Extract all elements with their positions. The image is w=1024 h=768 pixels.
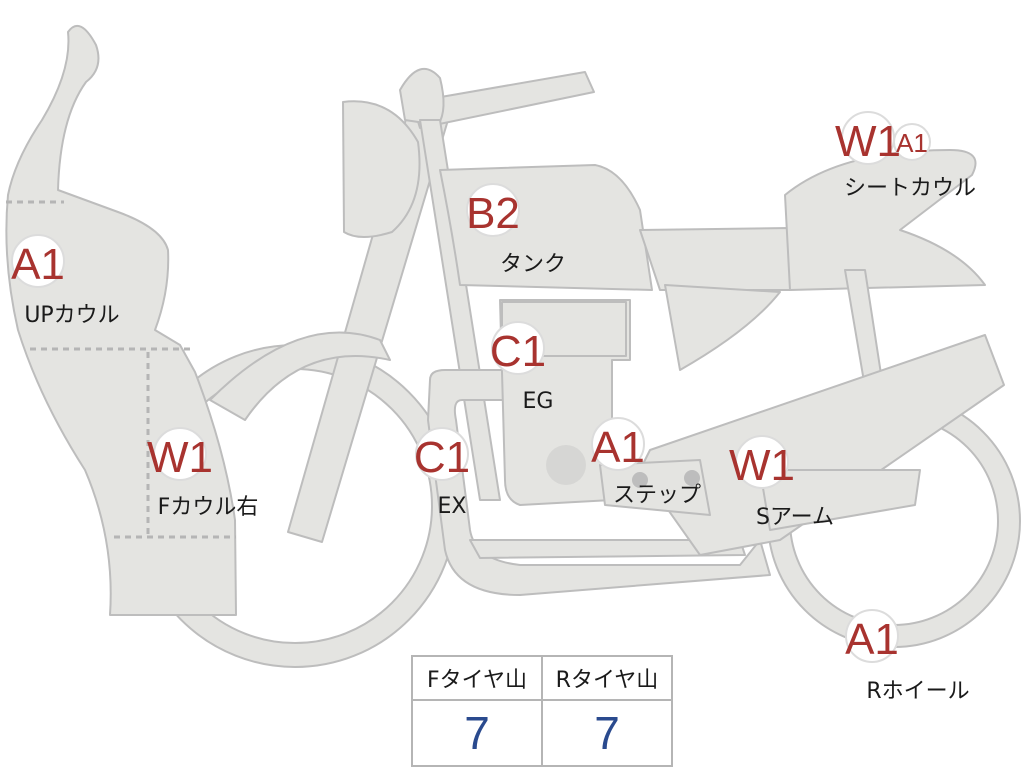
headlight bbox=[342, 100, 421, 238]
chain-guard bbox=[759, 469, 921, 531]
engine-cover bbox=[546, 445, 586, 485]
swing-arm-grade: W1 bbox=[729, 441, 795, 490]
swing-arm-label: Sアーム bbox=[756, 505, 834, 530]
step-label: ステップ bbox=[613, 483, 701, 508]
seat-cowl-shape bbox=[784, 149, 986, 291]
side-panel bbox=[664, 284, 781, 371]
grade-badges bbox=[11, 111, 931, 663]
rear-tire-label: Rタイヤ山 bbox=[541, 655, 673, 701]
frame-cradle bbox=[469, 539, 746, 559]
f-cowl-right-grade: W1 bbox=[147, 433, 213, 482]
exhaust-grade: C1 bbox=[414, 433, 470, 482]
f-cowl-right-label: Fカウル右 bbox=[158, 495, 259, 520]
seat bbox=[639, 227, 791, 291]
rear-wheel-label: Rホイール bbox=[866, 679, 969, 704]
up-cowl-grade: A1 bbox=[11, 240, 65, 289]
rear-wheel-grade: A1 bbox=[845, 615, 899, 664]
rear-tire-value: 7 bbox=[541, 699, 673, 767]
cowl-dividers bbox=[6, 200, 236, 539]
tank-label: タンク bbox=[500, 252, 566, 277]
step-grade: A1 bbox=[591, 423, 645, 472]
fork-top bbox=[399, 67, 445, 126]
tire-tread-table: Fタイヤ山 Rタイヤ山 7 7 bbox=[411, 655, 673, 767]
engine-label: EG bbox=[523, 389, 554, 414]
up-cowl-label: UPカウル bbox=[24, 303, 119, 328]
front-tire-label: Fタイヤ山 bbox=[411, 655, 543, 701]
tank-grade: B2 bbox=[466, 189, 520, 238]
footpeg-right bbox=[684, 470, 700, 486]
seat-cowl-grade: W1 bbox=[835, 117, 901, 166]
footpeg-bar bbox=[599, 459, 711, 516]
engine-grade: C1 bbox=[490, 327, 546, 376]
seat-cowl-label: シートカウル bbox=[844, 176, 976, 201]
front-fender bbox=[209, 331, 391, 421]
front-tire-value: 7 bbox=[411, 699, 543, 767]
exhaust-label: EX bbox=[438, 494, 467, 519]
seat-cowl-grade-2: A1 bbox=[896, 128, 928, 158]
footpeg-left bbox=[632, 472, 648, 488]
